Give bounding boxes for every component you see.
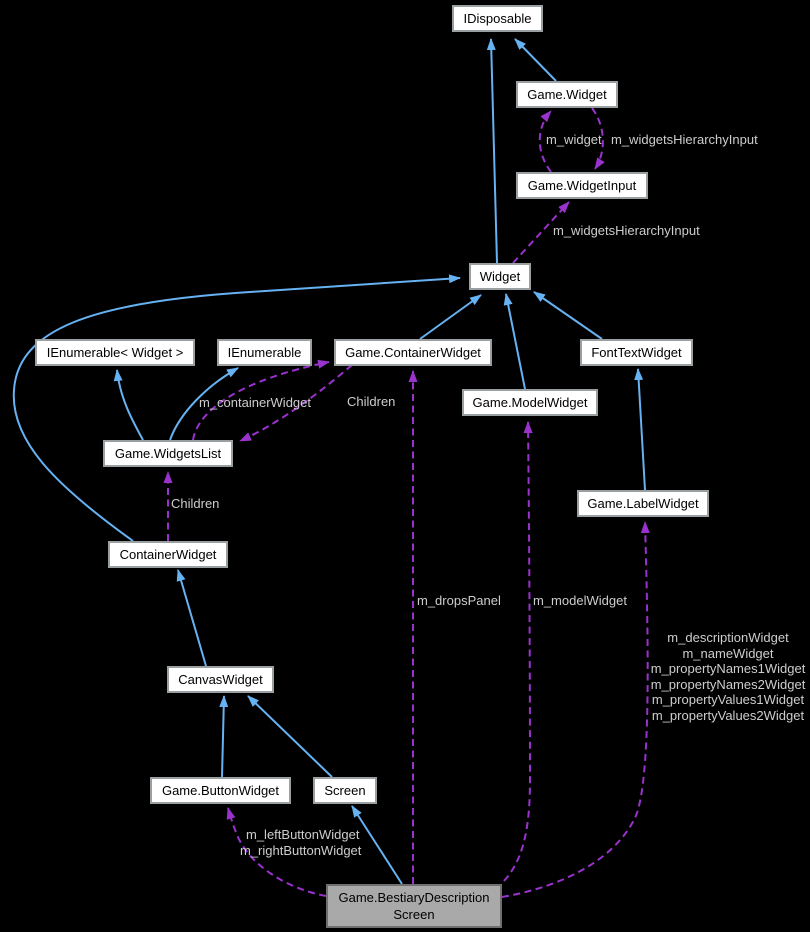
edge-widgetinput-to-gamewidget-mwidget: [538, 110, 552, 173]
edge-label-m-descriptionwidget: m_descriptionWidget: [667, 630, 789, 645]
edge-label-children-lower: Children: [171, 496, 220, 511]
edge-gamewidget-to-idisposable: [514, 38, 557, 82]
edge-label-m-propertynames2widget: m_propertyNames2Widget: [650, 676, 806, 692]
node-game-containerwidget[interactable]: Game.ContainerWidget: [334, 339, 492, 366]
node-game-bestiarydescriptionscreen: Game.BestiaryDescription Screen: [326, 884, 502, 928]
edge-gamewidget-to-widgetinput-hierarchyinput: [591, 107, 605, 170]
node-widget[interactable]: Widget: [469, 263, 531, 290]
node-game-labelwidget[interactable]: Game.LabelWidget: [577, 490, 709, 517]
edge-label-m-propertyvalues2widget: m_propertyValues2Widget: [651, 707, 805, 723]
edge-label-m-modelwidget: m_modelWidget: [533, 593, 627, 608]
edge-containerwidget-to-widget: [12, 274, 461, 542]
edge-label-m-widgetshierarchyinput-mid: m_widgetsHierarchyInput: [553, 223, 700, 238]
edge-label-m-rightbuttonwidget: m_rightButtonWidget: [240, 843, 362, 858]
edge-label-m-propertynames1widget: m_propertyNames1Widget: [650, 661, 806, 676]
edge-widget-to-idisposable: [486, 38, 498, 264]
node-ienumerable[interactable]: IEnumerable: [217, 339, 312, 366]
node-game-widgetinput[interactable]: Game.WidgetInput: [516, 172, 648, 199]
node-game-modelwidget[interactable]: Game.ModelWidget: [462, 389, 598, 416]
edge-bestiary-to-gamelabelwidget-properties: [501, 521, 650, 898]
edge-screen-to-canvaswidget: [247, 695, 333, 778]
edge-widget-to-widgetinput-hierarchyinput: [512, 201, 570, 264]
edge-widgetslist-to-containerwidget-mcontainerwidget: [192, 359, 330, 441]
node-screen[interactable]: Screen: [313, 777, 377, 804]
edge-label-m-containerwidget: m_containerWidget: [199, 395, 311, 410]
node-label-line1: Game.BestiaryDescription: [338, 890, 490, 905]
edge-containerwidget-to-widgetslist-children-upper: [239, 364, 353, 442]
node-label-line2: Screen: [393, 907, 435, 922]
edge-bestiary-to-gamebuttonwidget-leftright: [226, 807, 327, 897]
edge-label-property-widgets-stack: m_descriptionWidget m_nameWidget m_prope…: [646, 630, 810, 723]
node-game-widgetslist[interactable]: Game.WidgetsList: [103, 440, 233, 467]
edge-label-m-widgetshierarchyinput-top: m_widgetsHierarchyInput: [611, 132, 758, 147]
node-idisposable[interactable]: IDisposable: [452, 5, 543, 32]
edge-gamemodelwidget-to-widget: [503, 293, 526, 390]
edge-gamelabelwidget-to-fonttextwidget: [634, 368, 646, 491]
edge-label-children-upper: Children: [347, 394, 396, 409]
edge-gamewidgetslist-to-ienumerable: [169, 367, 239, 441]
edge-canvaswidget-to-containerwidget: [176, 569, 207, 667]
edge-bestiary-to-gamemodelwidget-modelwidget: [503, 421, 533, 882]
node-ienumerable-widget[interactable]: IEnumerable< Widget >: [35, 339, 195, 366]
edge-fonttextwidget-to-widget: [533, 291, 603, 340]
node-containerwidget[interactable]: ContainerWidget: [108, 541, 228, 568]
node-fonttextwidget[interactable]: FontTextWidget: [580, 339, 693, 366]
edge-label-m-propertyvalues1widget: m_propertyValues1Widget: [651, 692, 805, 707]
edge-label-m-leftbuttonwidget: m_leftButtonWidget: [246, 827, 360, 842]
node-game-buttonwidget[interactable]: Game.ButtonWidget: [150, 777, 291, 804]
edge-label-m-dropspanel: m_dropsPanel: [417, 593, 501, 608]
node-canvaswidget[interactable]: CanvasWidget: [167, 666, 274, 693]
edge-label-m-widget: m_widget: [546, 132, 602, 147]
edge-bestiary-to-screen: [351, 805, 403, 885]
edge-gamebuttonwidget-to-canvaswidget: [219, 695, 229, 778]
edge-gamecontainerwidget-to-widget: [419, 294, 482, 340]
edge-label-m-namewidget: m_nameWidget: [682, 645, 774, 661]
node-game-widget[interactable]: Game.Widget: [516, 81, 618, 108]
edge-gamewidgetslist-to-ienumerablewidget: [113, 369, 144, 441]
